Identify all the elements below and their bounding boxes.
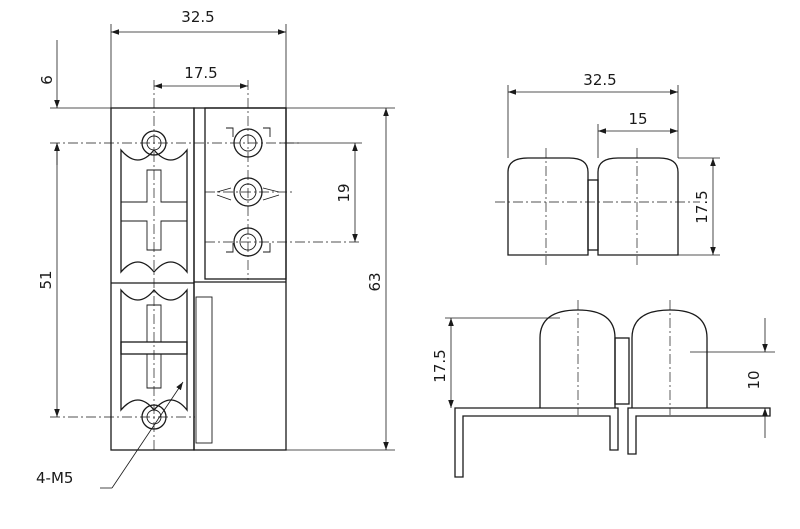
side-right-knuckle bbox=[631, 309, 708, 408]
front-view: 32.5 17.5 6 51 19 63 bbox=[36, 8, 395, 489]
dim-label-4-m5: 4-M5 bbox=[36, 469, 73, 487]
dim-label-top-32-5: 32.5 bbox=[583, 71, 616, 89]
dim-side-height: 17.5 bbox=[431, 318, 454, 408]
left-upper-pocket bbox=[120, 148, 188, 274]
side-view: 17.5 10 bbox=[431, 300, 775, 478]
top-view: 32.5 15 17.5 bbox=[495, 71, 720, 265]
thread-callout: 4-M5 bbox=[36, 381, 184, 489]
dim-front-hole-spacing-v: 51 bbox=[37, 143, 60, 417]
top-right-knuckle bbox=[597, 157, 679, 256]
dim-label-17-5: 17.5 bbox=[184, 64, 217, 82]
dim-label-10: 10 bbox=[745, 370, 763, 389]
dim-side-offset: 10 bbox=[745, 318, 768, 438]
dim-label-19: 19 bbox=[335, 183, 353, 202]
left-leaf-outline bbox=[110, 107, 195, 451]
front-centerlines bbox=[50, 80, 360, 452]
top-left-knuckle bbox=[507, 157, 589, 256]
dim-label-6: 6 bbox=[38, 75, 56, 85]
dim-label-63: 63 bbox=[366, 272, 384, 291]
dim-front-top-offset: 6 bbox=[38, 40, 60, 165]
dim-label-15: 15 bbox=[628, 110, 647, 128]
dim-front-total-height: 63 bbox=[366, 108, 389, 450]
front-extension-lines bbox=[50, 24, 395, 451]
side-pin bbox=[614, 337, 630, 405]
dim-label-32-5: 32.5 bbox=[181, 8, 214, 26]
dim-top-width: 32.5 bbox=[508, 71, 678, 95]
dim-top-half-width: 15 bbox=[598, 110, 678, 134]
dim-label-side-17-5: 17.5 bbox=[431, 349, 449, 382]
dim-front-hole-spacing-h: 17.5 bbox=[154, 64, 248, 89]
dim-front-slot-spacing: 19 bbox=[335, 143, 358, 242]
dim-front-top-width: 32.5 bbox=[111, 8, 286, 35]
right-lower-strip bbox=[195, 296, 213, 444]
side-right-bracket bbox=[627, 407, 771, 455]
top-pin bbox=[587, 179, 599, 251]
dim-label-51: 51 bbox=[37, 270, 55, 289]
side-left-knuckle bbox=[539, 309, 616, 408]
side-left-bracket bbox=[454, 407, 619, 478]
right-upper-block bbox=[204, 107, 287, 280]
dim-top-depth: 17.5 bbox=[693, 158, 716, 255]
dim-label-top-17-5: 17.5 bbox=[693, 190, 711, 223]
